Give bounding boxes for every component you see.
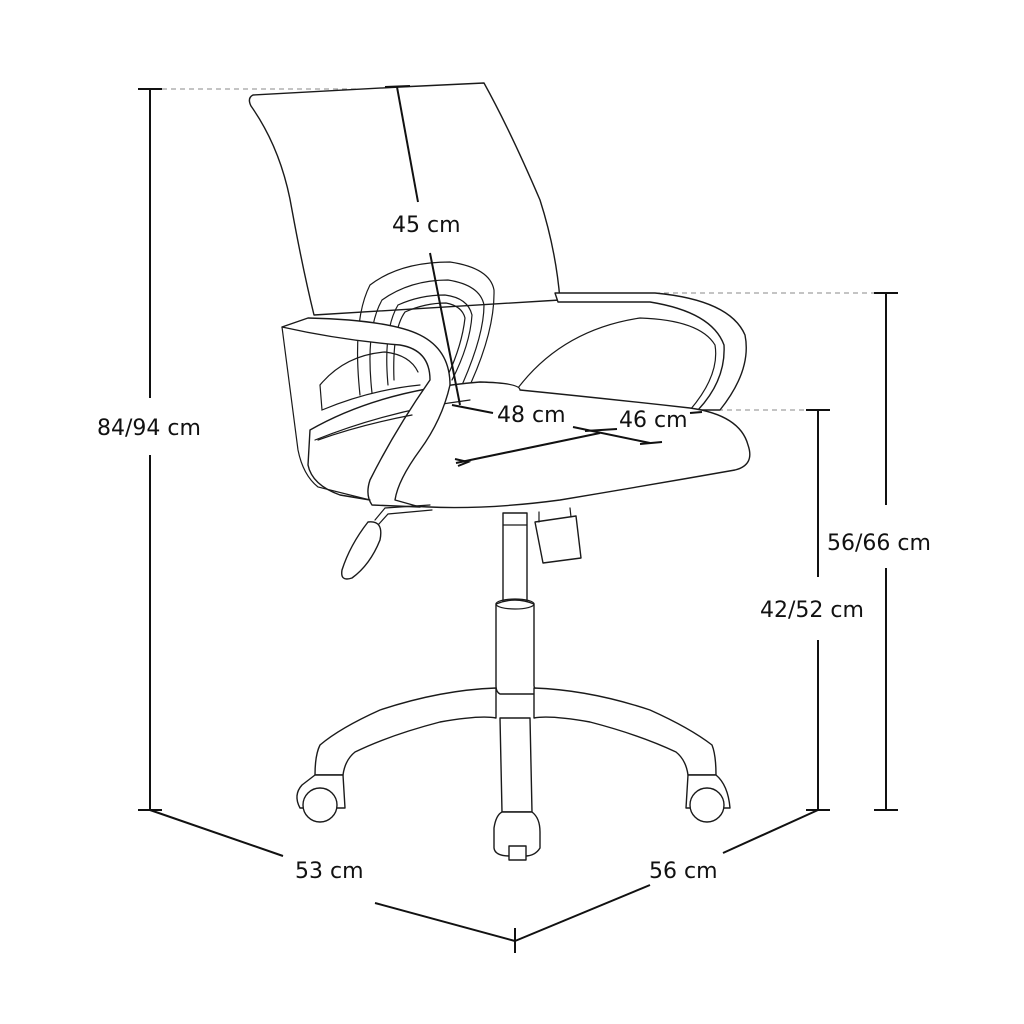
dim-backrest-height — [384, 85, 461, 406]
gas-cylinder — [495, 512, 546, 695]
left-armrest — [281, 317, 451, 508]
label-base-depth: 53 cm — [295, 859, 364, 884]
dim-base — [149, 809, 819, 953]
casters — [296, 774, 731, 861]
label-seat-depth: 46 cm — [619, 408, 688, 433]
label-base-width: 56 cm — [649, 859, 718, 884]
dim-armrest-height — [874, 292, 898, 811]
label-backrest-height: 45 cm — [392, 213, 461, 238]
tilt-lever — [341, 504, 433, 580]
label-total-height: 84/94 cm — [97, 416, 201, 441]
height-lever — [534, 507, 582, 564]
dim-total-height — [138, 88, 162, 811]
dim-seat — [451, 404, 703, 467]
label-seat-height: 42/52 cm — [760, 598, 864, 623]
label-seat-width: 48 cm — [497, 403, 566, 428]
rear-frame — [514, 292, 747, 411]
backrest — [248, 82, 561, 316]
label-armrest-height: 56/66 cm — [827, 531, 931, 556]
chair-base — [314, 687, 717, 813]
